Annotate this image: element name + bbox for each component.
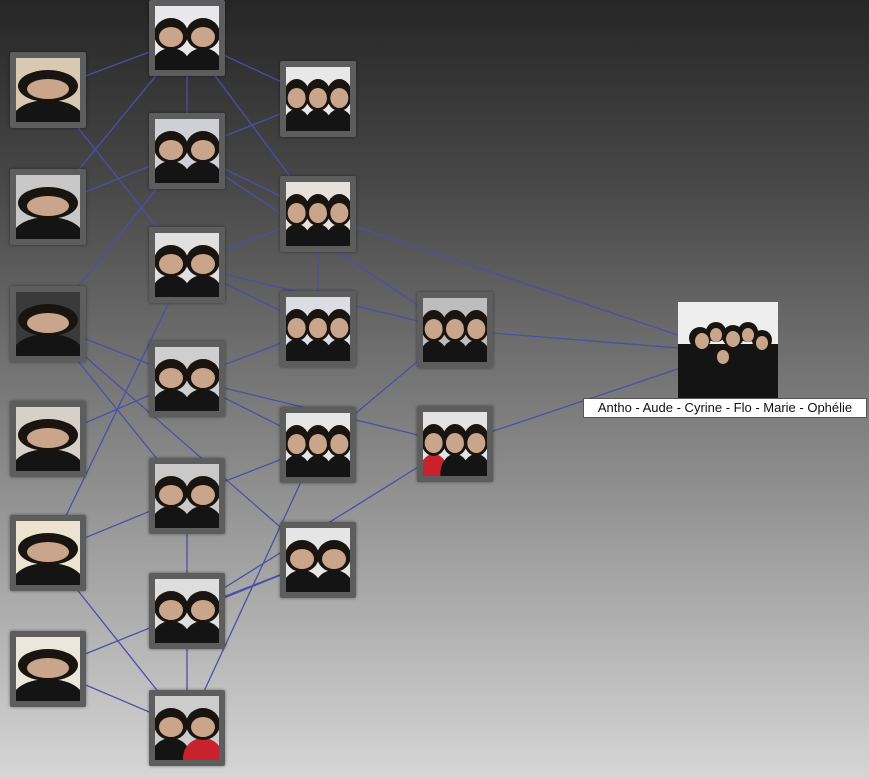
photo-image (155, 119, 219, 183)
photo-thumbnail (16, 407, 80, 471)
photo-thumbnail (16, 58, 80, 122)
photo-image (155, 464, 219, 528)
photo-node-n7[interactable] (149, 227, 225, 303)
photo-image (155, 696, 219, 760)
photo-node-n6[interactable] (280, 176, 356, 252)
photo-node-n20[interactable] (149, 690, 225, 766)
photo-node-n9[interactable] (280, 291, 356, 367)
photo-image (16, 521, 80, 585)
photo-image (286, 413, 350, 477)
edge-n8-n17 (47, 323, 319, 561)
photo-image (155, 6, 219, 70)
photo-node-n12[interactable] (10, 401, 86, 477)
photo-node-n14[interactable] (417, 406, 493, 482)
edge-n6-root (317, 213, 729, 353)
photo-node-n11[interactable] (149, 341, 225, 417)
photo-thumbnail (155, 464, 219, 528)
photo-node-n18[interactable] (149, 573, 225, 649)
photo-image (423, 412, 487, 476)
photo-image (16, 58, 80, 122)
photo-image (286, 528, 350, 592)
photo-thumbnail (155, 6, 219, 70)
photo-thumbnail (16, 521, 80, 585)
root-photo-image (678, 302, 778, 402)
photo-image (16, 637, 80, 701)
photo-thumbnail (155, 119, 219, 183)
photo-image (16, 175, 80, 239)
photo-node-n10[interactable] (417, 292, 493, 368)
photo-thumbnail (423, 412, 487, 476)
photo-node-n13[interactable] (280, 407, 356, 483)
root-label: Antho - Aude - Cyrine - Flo - Marie - Op… (583, 398, 867, 418)
photo-thumbnail (155, 579, 219, 643)
photo-thumbnail (16, 292, 80, 356)
photo-thumbnail (155, 347, 219, 411)
photo-node-n19[interactable] (10, 631, 86, 707)
photo-thumbnail (286, 182, 350, 246)
root-photo[interactable] (678, 302, 778, 402)
photo-thumbnail (286, 297, 350, 361)
photo-thumbnail (155, 696, 219, 760)
photo-thumbnail (286, 528, 350, 592)
photo-node-n2[interactable] (10, 52, 86, 128)
photo-image (155, 347, 219, 411)
photo-thumbnail (423, 298, 487, 362)
photo-thumbnail (16, 175, 80, 239)
photo-node-n1[interactable] (149, 0, 225, 76)
photo-node-n4[interactable] (149, 113, 225, 189)
photo-thumbnail (16, 637, 80, 701)
photo-image (155, 579, 219, 643)
edge-n15-n7 (47, 264, 188, 554)
photo-node-n3[interactable] (280, 61, 356, 137)
photo-node-n5[interactable] (10, 169, 86, 245)
photo-node-n8[interactable] (10, 286, 86, 362)
photo-thumbnail (286, 67, 350, 131)
photo-node-n15[interactable] (10, 515, 86, 591)
photo-node-n16[interactable] (149, 458, 225, 534)
photo-image (16, 407, 80, 471)
edge-n13-n20 (186, 444, 319, 729)
photo-image (16, 292, 80, 356)
photo-thumbnail (155, 233, 219, 297)
photo-image (286, 182, 350, 246)
photo-image (423, 298, 487, 362)
photo-image (286, 67, 350, 131)
photo-thumbnail (286, 413, 350, 477)
photo-image (286, 297, 350, 361)
photo-image (155, 233, 219, 297)
photo-node-n17[interactable] (280, 522, 356, 598)
